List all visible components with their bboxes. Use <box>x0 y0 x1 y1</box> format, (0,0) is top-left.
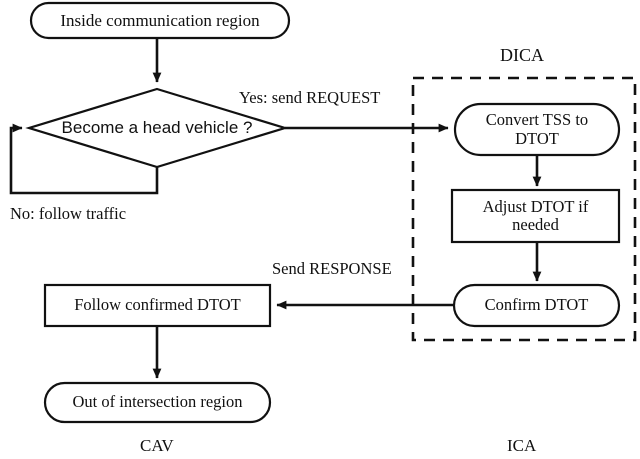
edge-label-response: Send RESPONSE <box>272 259 392 278</box>
edge-no-feedback-loop <box>9 123 159 195</box>
group-label-dica: DICA <box>500 45 544 65</box>
node-shape-start[interactable] <box>29 1 291 40</box>
node-shape-end[interactable] <box>43 381 272 424</box>
edge-label-yes-branch: Yes: send REQUEST <box>239 88 381 107</box>
node-shape-convert[interactable] <box>453 102 621 157</box>
node-shape-follow[interactable] <box>43 283 272 328</box>
dica-dashed-group-box <box>411 76 637 342</box>
edge-label-no-branch: No: follow traffic <box>10 204 127 223</box>
node-shape-confirm[interactable] <box>452 283 621 328</box>
group-label-ica: ICA <box>507 436 537 455</box>
node-shape-adjust[interactable] <box>450 188 621 244</box>
group-label-cav: CAV <box>140 436 174 455</box>
